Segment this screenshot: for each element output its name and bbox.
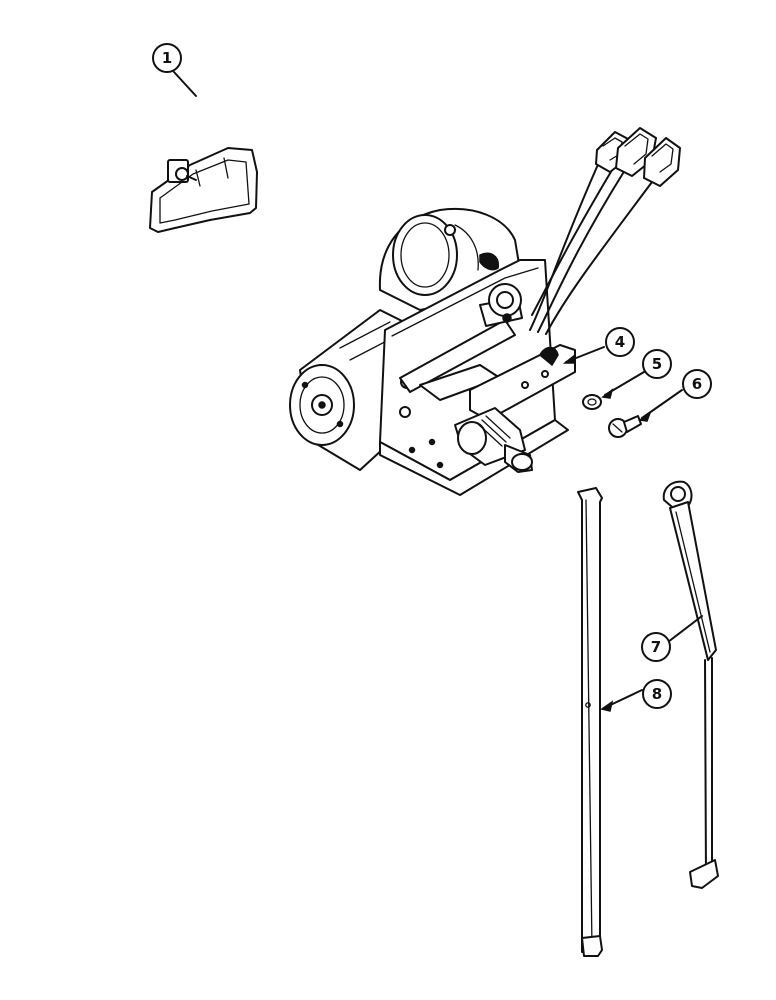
arrowhead-4: [562, 353, 576, 364]
callout-6: 6: [682, 369, 712, 399]
callout-8: 8: [642, 679, 672, 709]
rear-view-mirror: [149, 71, 258, 233]
wire-connectors: [595, 127, 681, 187]
wiper-motor-assembly: [289, 127, 681, 496]
callout-5-label: 5: [652, 355, 662, 373]
screw: [608, 389, 683, 438]
callout-6-label: 6: [692, 375, 702, 393]
callout-7: 7: [641, 632, 671, 662]
callout-8-label: 8: [652, 685, 662, 703]
wiper-arm: [662, 480, 719, 889]
callout-4: 4: [605, 327, 635, 357]
washer: [582, 371, 645, 410]
callout-4-label: 4: [615, 333, 625, 351]
wiper-blade: [577, 487, 643, 957]
callout-5: 5: [642, 349, 672, 379]
callout-1-label: 1: [162, 49, 172, 67]
callout-1: 1: [152, 43, 182, 73]
callout-7-label: 7: [651, 638, 661, 656]
